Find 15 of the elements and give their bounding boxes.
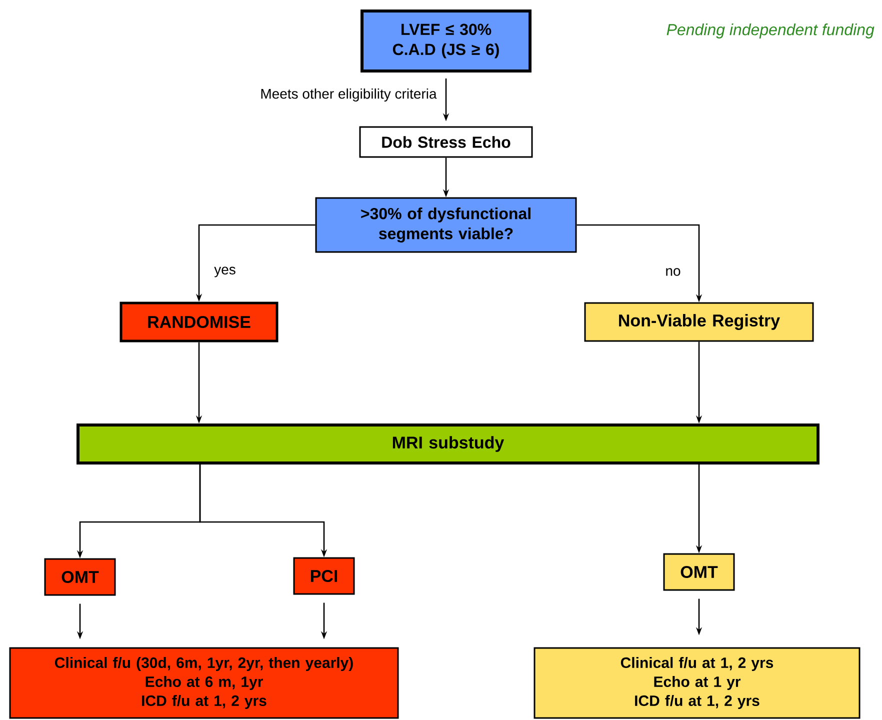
edge-label: yes xyxy=(213,266,237,278)
edge-label: no xyxy=(664,267,682,277)
process-box: OMT xyxy=(663,553,735,591)
process-box: PCI xyxy=(293,557,355,595)
process-box: Non-Viable Registry xyxy=(584,302,814,342)
decision-box: >30% of dysfunctional segments viable? xyxy=(315,197,577,253)
band-box: MRI substudy xyxy=(76,424,820,464)
note-text: Pending independent funding xyxy=(666,24,874,38)
follow-up-box: Clinical f/u (30d, 6m, 1yr, 2yr, then yearly) Echo at 6 m, 1yr ICD f/u at 1, 2 yrs xyxy=(9,647,399,719)
process-box: RANDOMISE xyxy=(120,302,278,342)
edge-label: Meets other eligibility criteria xyxy=(259,87,438,103)
condition-box: LVEF ≤ 30% C.A.D (JS ≥ 6) xyxy=(360,10,532,72)
process-box: OMT xyxy=(44,558,116,596)
follow-up-box: Clinical f/u at 1, 2 yrs Echo at 1 yr ICD f/u at 1, 2 yrs xyxy=(534,647,860,719)
process-box: Dob Stress Echo xyxy=(359,126,533,158)
